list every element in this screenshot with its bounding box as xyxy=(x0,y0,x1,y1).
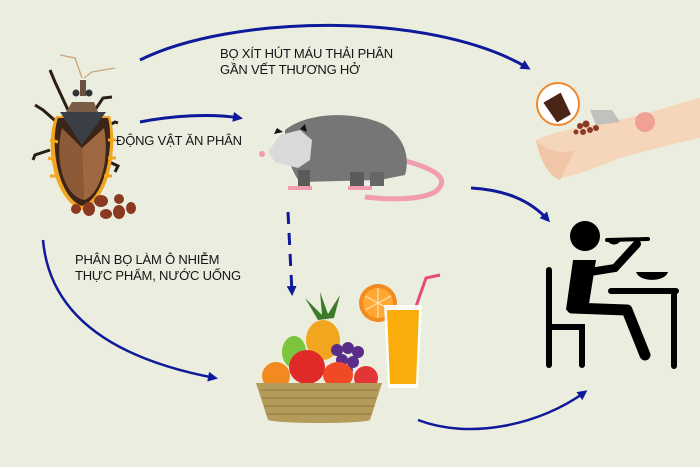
arrow-bug-to-food xyxy=(41,239,218,382)
arrow-food-to-person xyxy=(417,390,588,431)
bitten-arm-icon xyxy=(536,82,700,180)
bite-label-line2: GẦN VẾT THƯƠNG HỞ xyxy=(220,62,361,77)
arrow-bug-to-opossum xyxy=(139,111,243,124)
arrow-opossum-to-person xyxy=(470,186,551,223)
fruit-basket-juice-icon xyxy=(256,273,441,423)
opossum-icon xyxy=(259,115,445,202)
arrow-opossum-to-food-dashed xyxy=(286,211,297,296)
bite-label-line1: BỌ XÍT HÚT MÁU THẢI PHÂN xyxy=(220,46,393,61)
animal-transmission-label: ĐỘNG VẬT ĂN PHÂN xyxy=(116,133,242,148)
food-contamination-label: PHÂN BỌ LÀM Ô NHIỄM THỰC PHẨM, NƯỚC UỐNG xyxy=(75,252,241,284)
person-eating-icon xyxy=(546,221,679,369)
food-label-line1: PHÂN BỌ LÀM Ô NHIỄM xyxy=(75,252,220,267)
food-label-line2: THỰC PHẨM, NƯỚC UỐNG xyxy=(75,268,241,283)
bug-droppings-icon xyxy=(71,194,136,219)
kissing-bug-icon xyxy=(31,54,121,210)
arrow-bug-to-arm xyxy=(139,23,531,70)
bite-transmission-label: BỌ XÍT HÚT MÁU THẢI PHÂN GẦN VẾT THƯƠNG … xyxy=(220,46,393,78)
